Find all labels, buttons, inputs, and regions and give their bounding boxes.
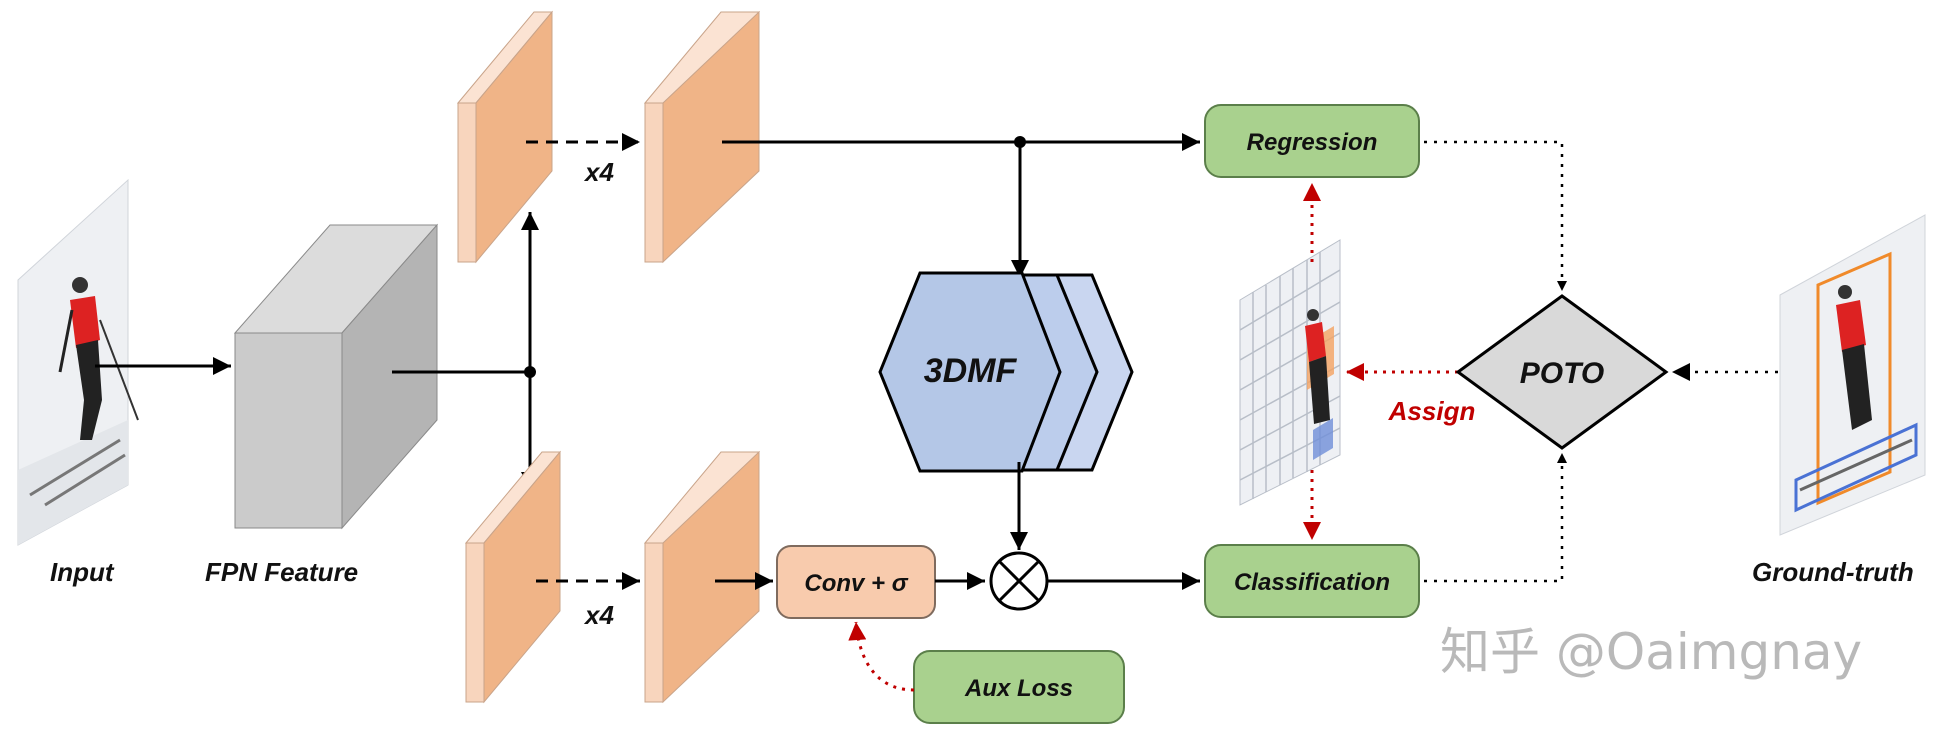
- fpn-feature-cube: [233, 223, 439, 530]
- input-label: Input: [50, 557, 114, 587]
- dotted-regression-poto: [1424, 140, 1567, 291]
- dotted-classification-poto: [1424, 453, 1567, 583]
- regression-label: Regression: [1247, 129, 1378, 156]
- ground-truth-label: Ground-truth: [1752, 557, 1914, 587]
- bottom-slab-1: [464, 450, 562, 704]
- x4-bottom-label: x4: [585, 600, 614, 630]
- aux-loss-arrow: [848, 621, 915, 692]
- 3dmf-label: 3DMF: [924, 352, 1018, 390]
- conv-sigma-label: Conv + σ: [804, 570, 908, 597]
- bottom-slab-2: [643, 450, 761, 704]
- classification-label: Classification: [1234, 569, 1390, 596]
- ground-truth-image: [1779, 214, 1926, 536]
- top-slab-2: [643, 10, 761, 264]
- poto-diamond: [1455, 294, 1669, 450]
- top-slab-1: [456, 10, 554, 264]
- multiply-operator: [989, 551, 1049, 611]
- 3dmf-block: [878, 271, 1134, 473]
- fpn-feature-label: FPN Feature: [205, 557, 359, 587]
- input-image: [17, 178, 139, 546]
- regression-box: [1204, 104, 1420, 178]
- assign-label: Assign: [1388, 396, 1476, 426]
- watermark: 知乎 @Oaimgnay: [1440, 623, 1863, 681]
- assign-grid-image: [1239, 239, 1341, 506]
- aux-loss-label: Aux Loss: [964, 675, 1073, 702]
- x4-top-label: x4: [585, 157, 614, 187]
- aux-loss-box: [913, 650, 1125, 724]
- poto-label: POTO: [1520, 357, 1604, 390]
- classification-box: [1204, 544, 1420, 618]
